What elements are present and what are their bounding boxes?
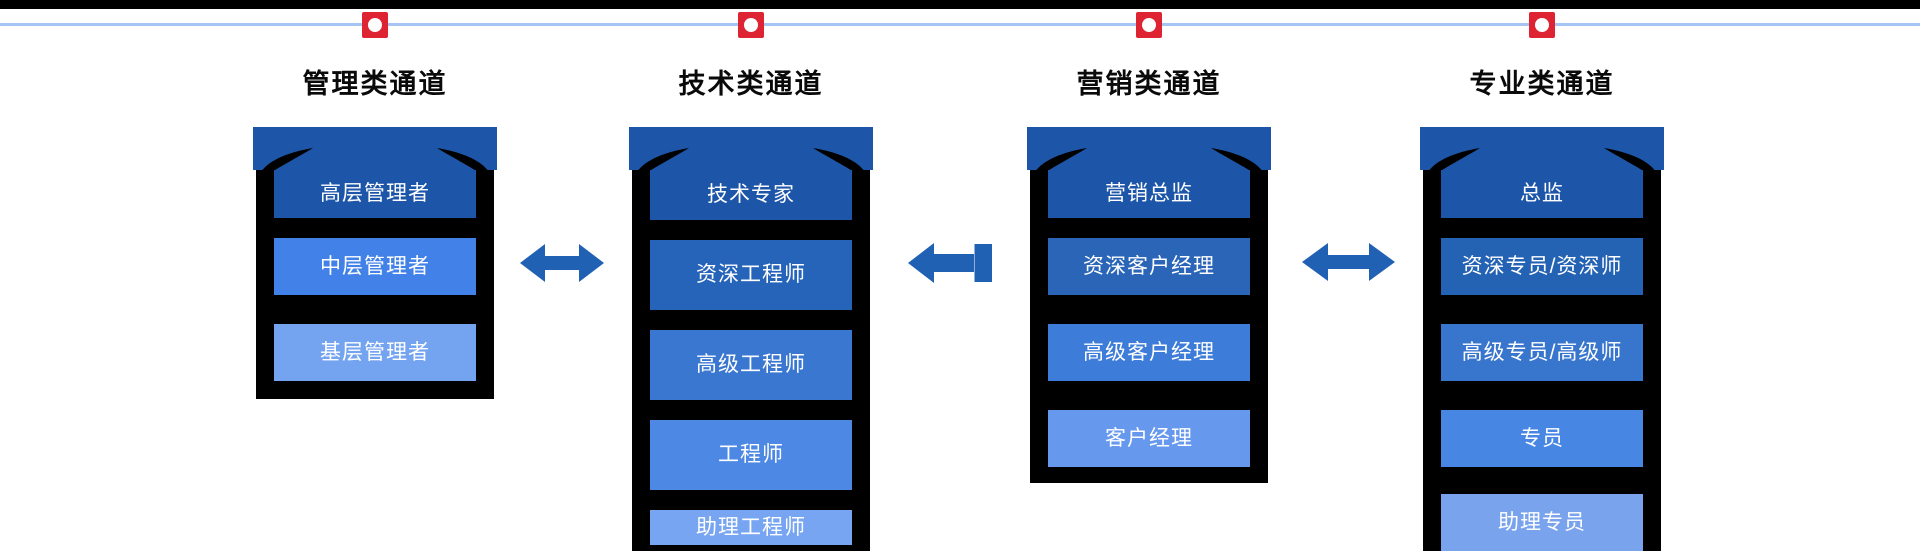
level-label: 资深工程师 xyxy=(696,263,806,286)
level-box: 基层管理者 xyxy=(274,324,476,381)
level-box: 营销总监 xyxy=(1048,170,1250,218)
column-title: 专业类通道 xyxy=(1469,69,1615,99)
level-label: 助理专员 xyxy=(1498,511,1586,534)
marker-dot-icon xyxy=(1142,18,1156,32)
double-arrow-icon xyxy=(520,241,604,285)
channel-column-management: 管理类通道 高层管理者中层管理者基层管理者 xyxy=(253,0,497,551)
column-title: 管理类通道 xyxy=(302,69,448,99)
column-banner xyxy=(629,127,873,175)
timeline-rule xyxy=(0,23,1920,26)
level-box: 高级工程师 xyxy=(650,330,852,400)
marker-dot-icon xyxy=(368,18,382,32)
level-label: 高级专员/高级师 xyxy=(1461,341,1623,364)
level-label: 资深专员/资深师 xyxy=(1461,255,1623,278)
channel-column-marketing: 营销类通道 营销总监资深客户经理高级客户经理客户经理 xyxy=(1027,0,1271,551)
level-label: 营销总监 xyxy=(1105,182,1193,205)
ribbon-swoosh-icon xyxy=(1428,148,1656,175)
column-banner xyxy=(1027,127,1271,175)
ribbon-swoosh-icon xyxy=(637,148,865,175)
level-box: 高级客户经理 xyxy=(1048,324,1250,381)
level-box: 专员 xyxy=(1441,410,1643,467)
level-label: 技术专家 xyxy=(707,183,795,206)
level-box: 高级专员/高级师 xyxy=(1441,324,1643,381)
level-label: 资深客户经理 xyxy=(1083,255,1215,278)
top-black-bar xyxy=(0,0,1920,9)
level-label: 高级工程师 xyxy=(696,353,806,376)
level-label: 基层管理者 xyxy=(320,341,430,364)
level-label: 高级客户经理 xyxy=(1083,341,1215,364)
level-label: 助理工程师 xyxy=(696,516,806,539)
double-arrow-icon xyxy=(1302,240,1395,284)
level-box: 客户经理 xyxy=(1048,410,1250,467)
level-box: 资深工程师 xyxy=(650,240,852,310)
level-box: 助理工程师 xyxy=(650,510,852,545)
level-label: 高层管理者 xyxy=(320,182,430,205)
channel-column-professional: 专业类通道 总监资深专员/资深师高级专员/高级师专员助理专员 xyxy=(1420,0,1664,551)
column-title: 技术类通道 xyxy=(678,69,824,99)
timeline-marker-icon xyxy=(1136,12,1162,38)
level-label: 总监 xyxy=(1520,182,1564,205)
level-box: 助理专员 xyxy=(1441,494,1643,551)
level-box: 总监 xyxy=(1441,170,1643,218)
timeline-marker-icon xyxy=(362,12,388,38)
marker-dot-icon xyxy=(744,18,758,32)
level-box: 资深专员/资深师 xyxy=(1441,238,1643,295)
left-arrow-with-bar-icon xyxy=(908,241,992,285)
level-label: 客户经理 xyxy=(1105,427,1193,450)
ribbon-swoosh-icon xyxy=(261,148,489,175)
column-banner xyxy=(253,127,497,175)
marker-dot-icon xyxy=(1535,18,1549,32)
level-box: 资深客户经理 xyxy=(1048,238,1250,295)
level-box: 中层管理者 xyxy=(274,238,476,295)
column-title: 营销类通道 xyxy=(1076,69,1222,99)
level-label: 中层管理者 xyxy=(320,255,430,278)
level-label: 专员 xyxy=(1520,427,1564,450)
timeline-marker-icon xyxy=(1529,12,1555,38)
ribbon-swoosh-icon xyxy=(1035,148,1263,175)
channel-column-technical: 技术类通道 技术专家资深工程师高级工程师工程师助理工程师 xyxy=(629,0,873,551)
level-box: 工程师 xyxy=(650,420,852,490)
level-box: 技术专家 xyxy=(650,170,852,220)
column-banner xyxy=(1420,127,1664,175)
level-label: 工程师 xyxy=(718,443,784,466)
timeline-marker-icon xyxy=(738,12,764,38)
level-box: 高层管理者 xyxy=(274,170,476,218)
